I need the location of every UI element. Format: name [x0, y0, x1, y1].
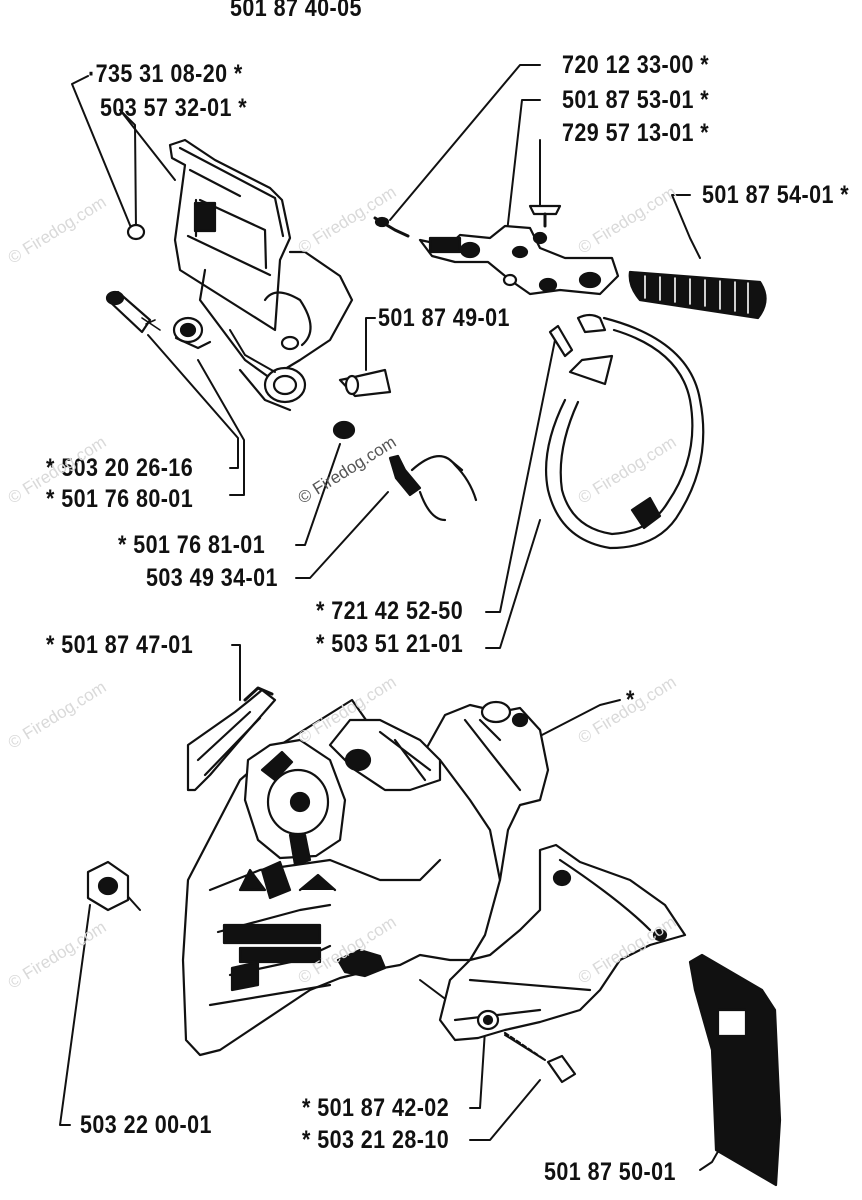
callout-label: 720 12 33-00 * [562, 51, 710, 79]
callout-label: ·735 31 08-20 * [88, 60, 243, 88]
callout-label: 501 87 53-01 * [562, 86, 710, 114]
callout-label: 503 49 34-01 [146, 564, 278, 592]
callout-label: * 501 76 80-01 [46, 485, 194, 513]
leader-lines [59, 64, 721, 1171]
callout-label: * 503 20 26-16 [46, 454, 194, 482]
chain-guard-plate [688, 953, 782, 1187]
clutch-cover-illustration [181, 698, 550, 1057]
part-group-number: 501 87 40-05 [230, 0, 362, 22]
callout-label: * 501 87 42-02 [302, 1094, 450, 1122]
callout-label: 503 22 00-01 [80, 1111, 212, 1139]
chain-brake-cover-illustration [168, 138, 354, 412]
callout-label: * 501 87 47-01 [46, 631, 194, 659]
brake-band [545, 313, 705, 550]
callout-label: 729 57 13-01 * [562, 119, 710, 147]
nut-and-spike [86, 686, 277, 912]
brake-lever-hardware [373, 204, 767, 320]
small-parts-left [105, 223, 478, 522]
callout-label: 501 87 49-01 [378, 304, 510, 332]
callout-label: 501 87 54-01 * [702, 181, 850, 209]
callout-label: * 501 76 81-01 [118, 531, 266, 559]
callout-label: 503 57 32-01 * [100, 94, 248, 122]
callout-label: * 721 42 52-50 [316, 597, 464, 625]
bar-plate-illustration [438, 843, 687, 1084]
callout-label: * 503 51 21-01 [316, 630, 464, 658]
callout-label: * 503 21 28-10 [302, 1126, 450, 1154]
callout-label: * [626, 686, 635, 714]
callout-label: 501 87 50-01 [544, 1158, 676, 1186]
